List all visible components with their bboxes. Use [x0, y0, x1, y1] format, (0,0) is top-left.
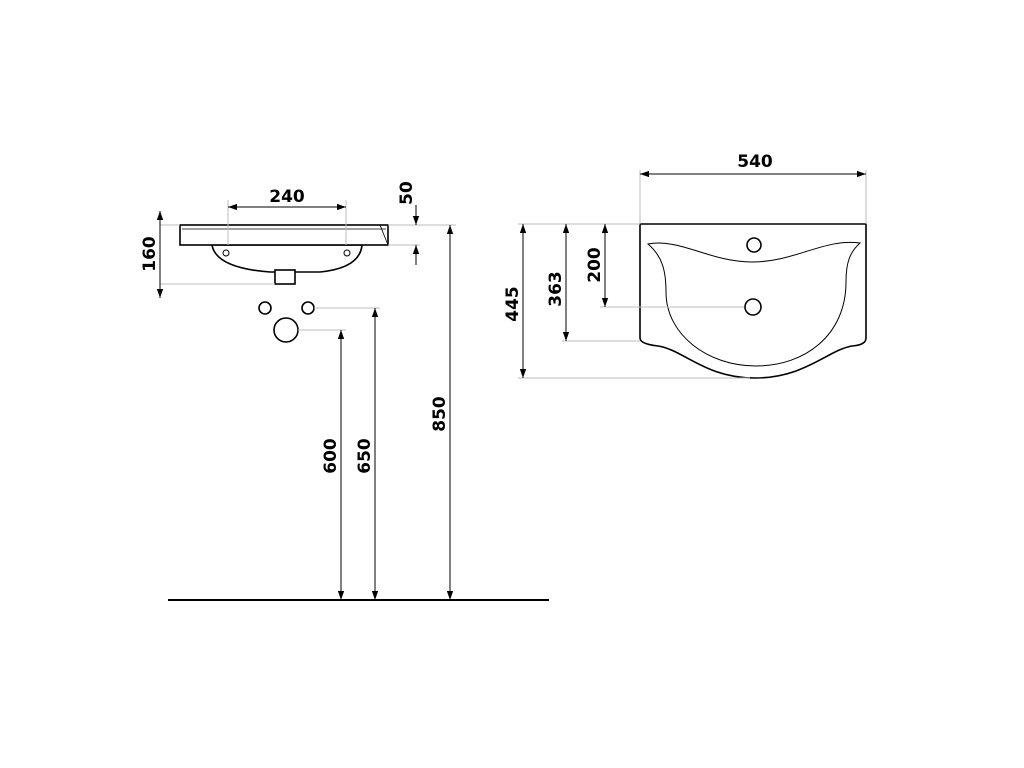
fixing-point-right — [343, 249, 351, 257]
dim-label-600: 600 — [321, 438, 341, 474]
dim-label-160: 160 — [140, 236, 160, 272]
dim-label-363: 363 — [546, 271, 566, 307]
waste-connection — [273, 317, 299, 343]
dim-label-540: 540 — [737, 152, 773, 172]
drain-hole — [744, 298, 762, 316]
top-view: 540 445 363 200 — [503, 152, 867, 379]
fixing-point-left — [222, 249, 230, 257]
dim-label-50: 50 — [397, 181, 417, 205]
water-supply-left — [258, 301, 272, 315]
drain-outlet — [274, 269, 296, 285]
dim-label-240: 240 — [269, 187, 305, 207]
dim-label-850: 850 — [430, 396, 450, 432]
tap-hole — [746, 237, 762, 253]
rim-right-edge — [379, 224, 389, 246]
basin-rim-side — [179, 224, 389, 246]
water-supply-right — [301, 301, 315, 315]
dim-label-445: 445 — [503, 286, 523, 322]
dim-label-200: 200 — [585, 247, 605, 283]
side-view: 240 160 50 600 650 850 — [140, 181, 549, 601]
dim-label-650: 650 — [355, 438, 375, 474]
basin-bowl-side — [211, 244, 363, 273]
